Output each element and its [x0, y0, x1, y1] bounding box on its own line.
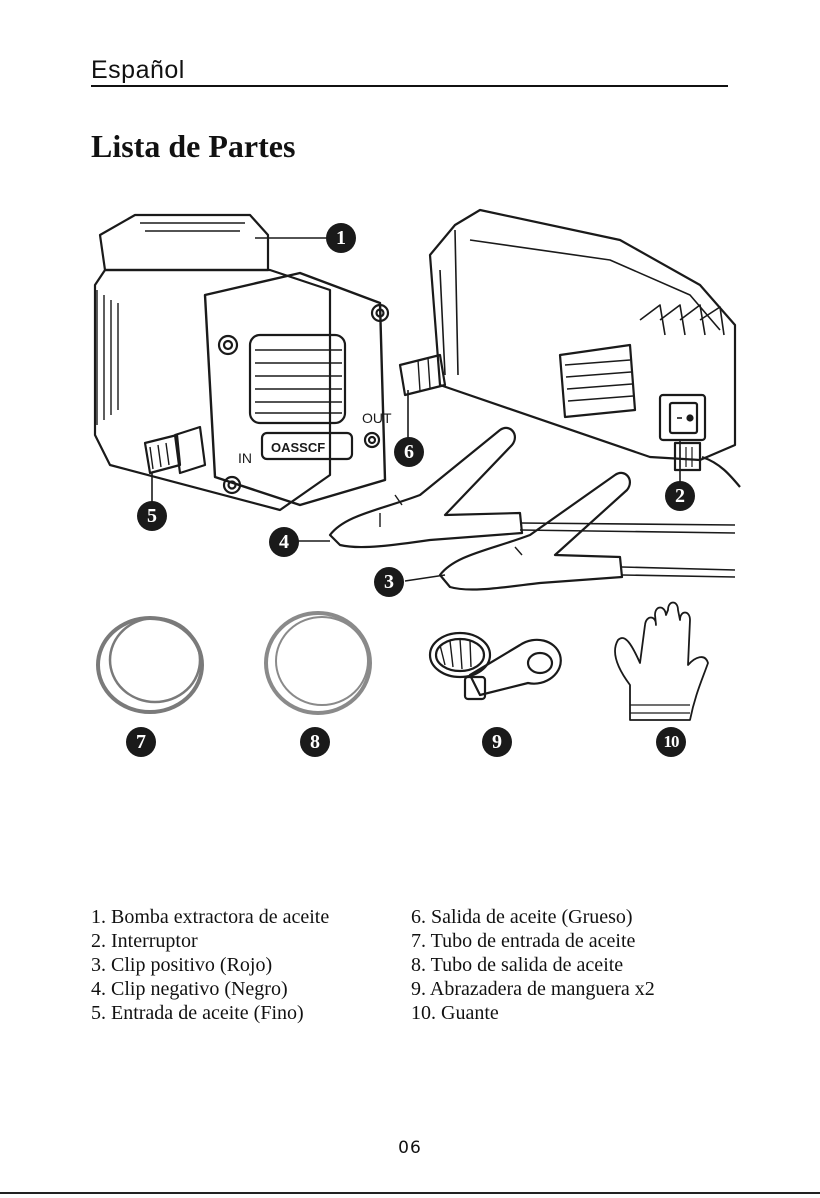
list-item: 2. Interruptor — [91, 930, 198, 952]
list-item: 7. Tubo de entrada de aceite — [411, 930, 636, 952]
section-title: Lista de Partes — [91, 128, 296, 164]
hose-clamp-illustration — [428, 631, 562, 701]
marker-8: 8 — [300, 727, 330, 757]
outlet-tube-illustration — [264, 611, 372, 715]
list-item: 10. Guante — [411, 1002, 499, 1024]
marker-7: 7 — [126, 727, 156, 757]
pump-rear-illustration — [398, 208, 741, 488]
pump-front-illustration — [93, 213, 390, 512]
parts-list-left: 1. Bomba extractora de aceite 2. Interru… — [91, 905, 329, 1025]
header-divider — [91, 85, 728, 87]
marker-10: 10 — [656, 727, 686, 757]
intake-tube-illustration — [96, 616, 204, 714]
port-out-label: OUT — [362, 410, 392, 426]
list-item: 9. Abrazadera de manguera x2 — [411, 978, 655, 1000]
list-item: 3. Clip positivo (Rojo) — [91, 954, 273, 976]
marker-2: 2 — [665, 481, 695, 511]
glove-illustration — [614, 601, 709, 721]
language-heading: Español — [91, 56, 185, 84]
page-number: 06 — [398, 1138, 422, 1158]
marker-5: 5 — [137, 501, 167, 531]
marker-9: 9 — [482, 727, 512, 757]
list-item: 5. Entrada de aceite (Fino) — [91, 1002, 304, 1024]
list-item: 8. Tubo de salida de aceite — [411, 954, 624, 976]
list-item: 1. Bomba extractora de aceite — [91, 906, 330, 928]
parts-list-right: 6. Salida de aceite (Grueso) 7. Tubo de … — [411, 905, 655, 1025]
negative-clip-illustration — [328, 426, 736, 549]
marker-3: 3 — [374, 567, 404, 597]
marker-1: 1 — [326, 223, 356, 253]
parts-illustration: IN OUT OASSCF — [93, 208, 741, 721]
brand-logo: OASSCF — [271, 440, 325, 455]
list-item: 4. Clip negativo (Negro) — [91, 978, 288, 1000]
positive-clip-illustration — [438, 471, 736, 591]
footer-divider — [0, 1192, 820, 1194]
port-in-label: IN — [238, 450, 252, 466]
marker-6: 6 — [394, 437, 424, 467]
marker-4: 4 — [269, 527, 299, 557]
list-item: 6. Salida de aceite (Grueso) — [411, 906, 633, 928]
